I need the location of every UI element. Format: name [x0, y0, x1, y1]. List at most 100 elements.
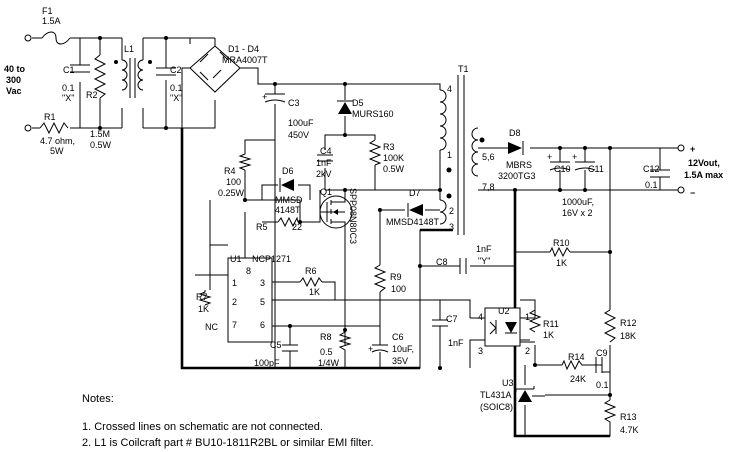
c4-ref: C4 — [320, 146, 332, 156]
optocoupler-u2 — [469, 307, 535, 368]
r13-val: 4.7K — [620, 425, 639, 435]
c6-ref: C6 — [392, 332, 404, 342]
fuse-f1 — [41, 31, 71, 45]
c11-ref: C11 — [588, 164, 604, 174]
d7-val: MMSD4148T — [386, 217, 440, 227]
r1-v2: 5W — [50, 146, 64, 156]
c7-val: 1nF — [448, 338, 464, 348]
u3-v1: TL431A — [480, 390, 512, 400]
u1-pin7: 7 — [232, 320, 237, 330]
resistor-r1 — [39, 121, 69, 135]
c3-v1: 100uF — [288, 118, 314, 128]
c7-ref: C7 — [446, 314, 458, 324]
resistor-r5 — [277, 216, 299, 228]
resistor-r2 — [93, 54, 107, 99]
q1-val: SPP08N80C3 — [348, 188, 358, 244]
diode-d8 — [508, 141, 524, 155]
capacitor-c11 — [574, 161, 596, 171]
input-line3: Vac — [6, 86, 22, 96]
resistor-r7 — [198, 290, 212, 306]
r2-v2: 0.5W — [90, 140, 112, 150]
r4-ref: R4 — [224, 166, 236, 176]
c11-v2: 16V x 2 — [562, 208, 593, 218]
resistor-r11 — [528, 309, 542, 333]
c8-ref: C8 — [436, 257, 448, 267]
output-plus: + — [690, 144, 695, 154]
c9-val: 0.1 — [596, 380, 609, 390]
c3-plus: + — [262, 92, 267, 102]
resistor-r13 — [603, 399, 617, 425]
bridge-rectifier-d1-d4 — [189, 45, 241, 93]
t1-pin4: 4 — [447, 84, 452, 94]
u1-nc: NC — [205, 322, 218, 332]
mosfet-q1 — [319, 190, 353, 230]
r2-ref: R2 — [86, 90, 98, 100]
capacitor-c1 — [70, 64, 90, 73]
u2-pin3: 3 — [478, 346, 483, 356]
u1-pin8: 8 — [246, 266, 251, 276]
transformer-t1 — [439, 75, 485, 235]
c5-ref: C5 — [270, 340, 282, 350]
d8-v2: 3200TG3 — [498, 171, 536, 181]
resistor-r14 — [561, 359, 586, 371]
t1-ref: T1 — [458, 64, 469, 74]
r14-ref: R14 — [568, 352, 585, 362]
r7-val: 1K — [198, 304, 209, 314]
u1-pin2: 2 — [232, 297, 237, 307]
resistor-r3 — [368, 139, 382, 166]
c9-ref: C9 — [596, 348, 608, 358]
ground-rails — [180, 128, 610, 438]
c8-v1: 1nF — [476, 244, 492, 254]
input-terminals — [24, 34, 32, 132]
c12-val: 0.1 — [645, 180, 658, 190]
u3-v2: (SOIC8) — [480, 402, 513, 412]
resistor-r12 — [603, 309, 617, 343]
r13-ref: R13 — [620, 412, 637, 422]
r9-ref: R9 — [390, 272, 402, 282]
choke-l1 — [114, 58, 152, 98]
r8-v2: 1/4W — [318, 358, 340, 368]
capacitor-c10 — [549, 161, 571, 171]
r4-v2: 0.25W — [218, 188, 245, 198]
output-line2: 1.5A max — [684, 170, 723, 180]
u1-pin1: 1 — [232, 278, 237, 288]
r3-v1: 100K — [383, 153, 404, 163]
d7-ref: D7 — [409, 188, 421, 198]
input-line1: 40 to — [4, 64, 26, 74]
capacitor-c6 — [371, 344, 389, 353]
t1-pin56: 5,6 — [482, 152, 495, 162]
resistor-r9 — [373, 264, 387, 293]
r3-ref: R3 — [383, 142, 395, 152]
r2-v1: 1.5M — [90, 129, 110, 139]
u2-pin4: 4 — [478, 312, 483, 322]
shunt-regulator-u3 — [515, 386, 545, 402]
c10-ref: C10 — [554, 164, 571, 174]
f1-ref: F1 — [42, 6, 53, 16]
r12-ref: R12 — [620, 318, 637, 328]
c4-v2: 2kV — [316, 169, 332, 179]
c5-val: 100pF — [254, 358, 280, 368]
t1-pin3: 3 — [449, 222, 454, 232]
c2-v1: 0.1 — [170, 83, 183, 93]
c4-v1: 1nF — [316, 158, 332, 168]
r10-ref: R10 — [553, 238, 570, 248]
r6-ref: R6 — [305, 266, 317, 276]
c3-ref: C3 — [288, 98, 300, 108]
ic-u1 — [227, 257, 273, 343]
resistor-r6 — [299, 276, 323, 288]
l1-ref: L1 — [124, 44, 134, 54]
r1-ref: R1 — [44, 112, 56, 122]
d1-ref: D1 - D4 — [228, 44, 259, 54]
capacitor-c3 — [264, 93, 286, 103]
diode-d6 — [279, 178, 294, 192]
r1-v1: 4.7 ohm, — [40, 136, 75, 146]
note-1: 1. Crossed lines on schematic are not co… — [82, 421, 323, 433]
c1-v1: 0.1 — [62, 83, 75, 93]
diode-d5 — [337, 100, 353, 114]
capacitor-c4 — [317, 154, 333, 162]
junction-dots — [98, 36, 612, 397]
u1-ref: U1 — [230, 254, 242, 264]
r12-val: 18K — [620, 331, 636, 341]
d1-val: MRA4007T — [222, 55, 268, 65]
d6-v2: 4148T — [275, 205, 301, 215]
